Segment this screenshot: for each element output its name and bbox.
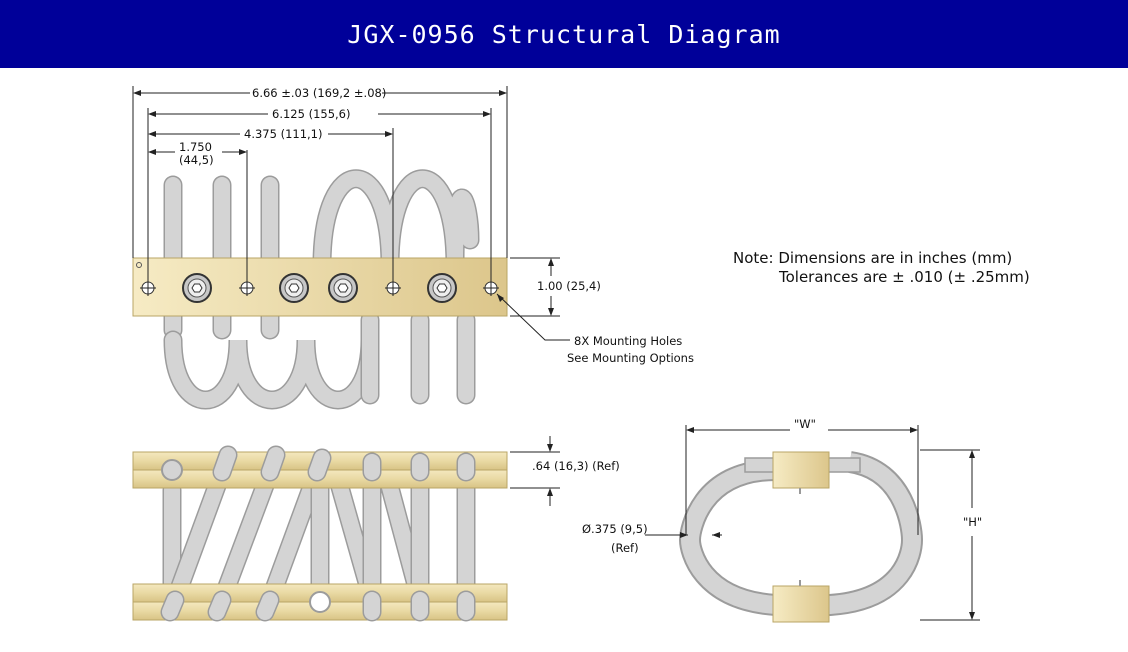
front-view — [132, 445, 508, 622]
mounting-holes — [140, 280, 499, 296]
dim-pitch-in: 1.750 — [179, 140, 212, 154]
screw-icon — [279, 273, 309, 303]
dim-wire-dia: Ø.375 (9,5) — [582, 522, 648, 536]
front-coils — [162, 462, 476, 610]
dim-width: "W" — [794, 417, 816, 431]
note-line1: Note: Dimensions are in inches (mm) — [733, 249, 1012, 267]
mounting-hole-icon — [140, 280, 156, 296]
top-view — [132, 169, 508, 410]
dim-height: "H" — [963, 515, 982, 529]
top-coils — [163, 169, 480, 410]
side-top-bar — [772, 451, 830, 489]
mounting-hole-icon — [483, 280, 499, 296]
holes-label-line1: 8X Mounting Holes — [574, 334, 682, 348]
coil-end-icon — [161, 459, 183, 481]
coil-end-icon — [309, 591, 331, 613]
side-dimensions — [645, 425, 980, 621]
cap-screws — [182, 273, 457, 303]
dim-pitch-mm: (44,5) — [179, 153, 214, 167]
dim-wire-ref: (Ref) — [611, 541, 639, 555]
top-dimensions — [132, 86, 570, 341]
side-view — [678, 451, 924, 623]
mounting-hole-icon — [239, 280, 255, 296]
screw-icon — [328, 273, 358, 303]
pin-icon — [136, 262, 142, 268]
dim-overall: 6.66 ±.03 (169,2 ±.08) — [252, 86, 386, 100]
dim-ref-height: .64 (16,3) (Ref) — [532, 459, 620, 473]
screw-icon — [427, 273, 457, 303]
mounting-hole-icon — [385, 280, 401, 296]
holes-label-line2: See Mounting Options — [567, 351, 694, 365]
side-bottom-bar — [772, 585, 830, 623]
page-title: JGX-0956 Structural Diagram — [347, 19, 781, 49]
note-line2: Tolerances are ± .010 (± .25mm) — [778, 268, 1030, 286]
dim-bar-height: 1.00 (25,4) — [537, 279, 601, 293]
front-dimensions — [510, 436, 560, 506]
dim-hole-span: 6.125 (155,6) — [272, 107, 350, 121]
screw-icon — [182, 273, 212, 303]
front-coil-overlay — [160, 445, 476, 622]
title-bar: JGX-0956 Structural Diagram — [0, 0, 1128, 68]
dim-center: 4.375 (111,1) — [244, 127, 322, 141]
